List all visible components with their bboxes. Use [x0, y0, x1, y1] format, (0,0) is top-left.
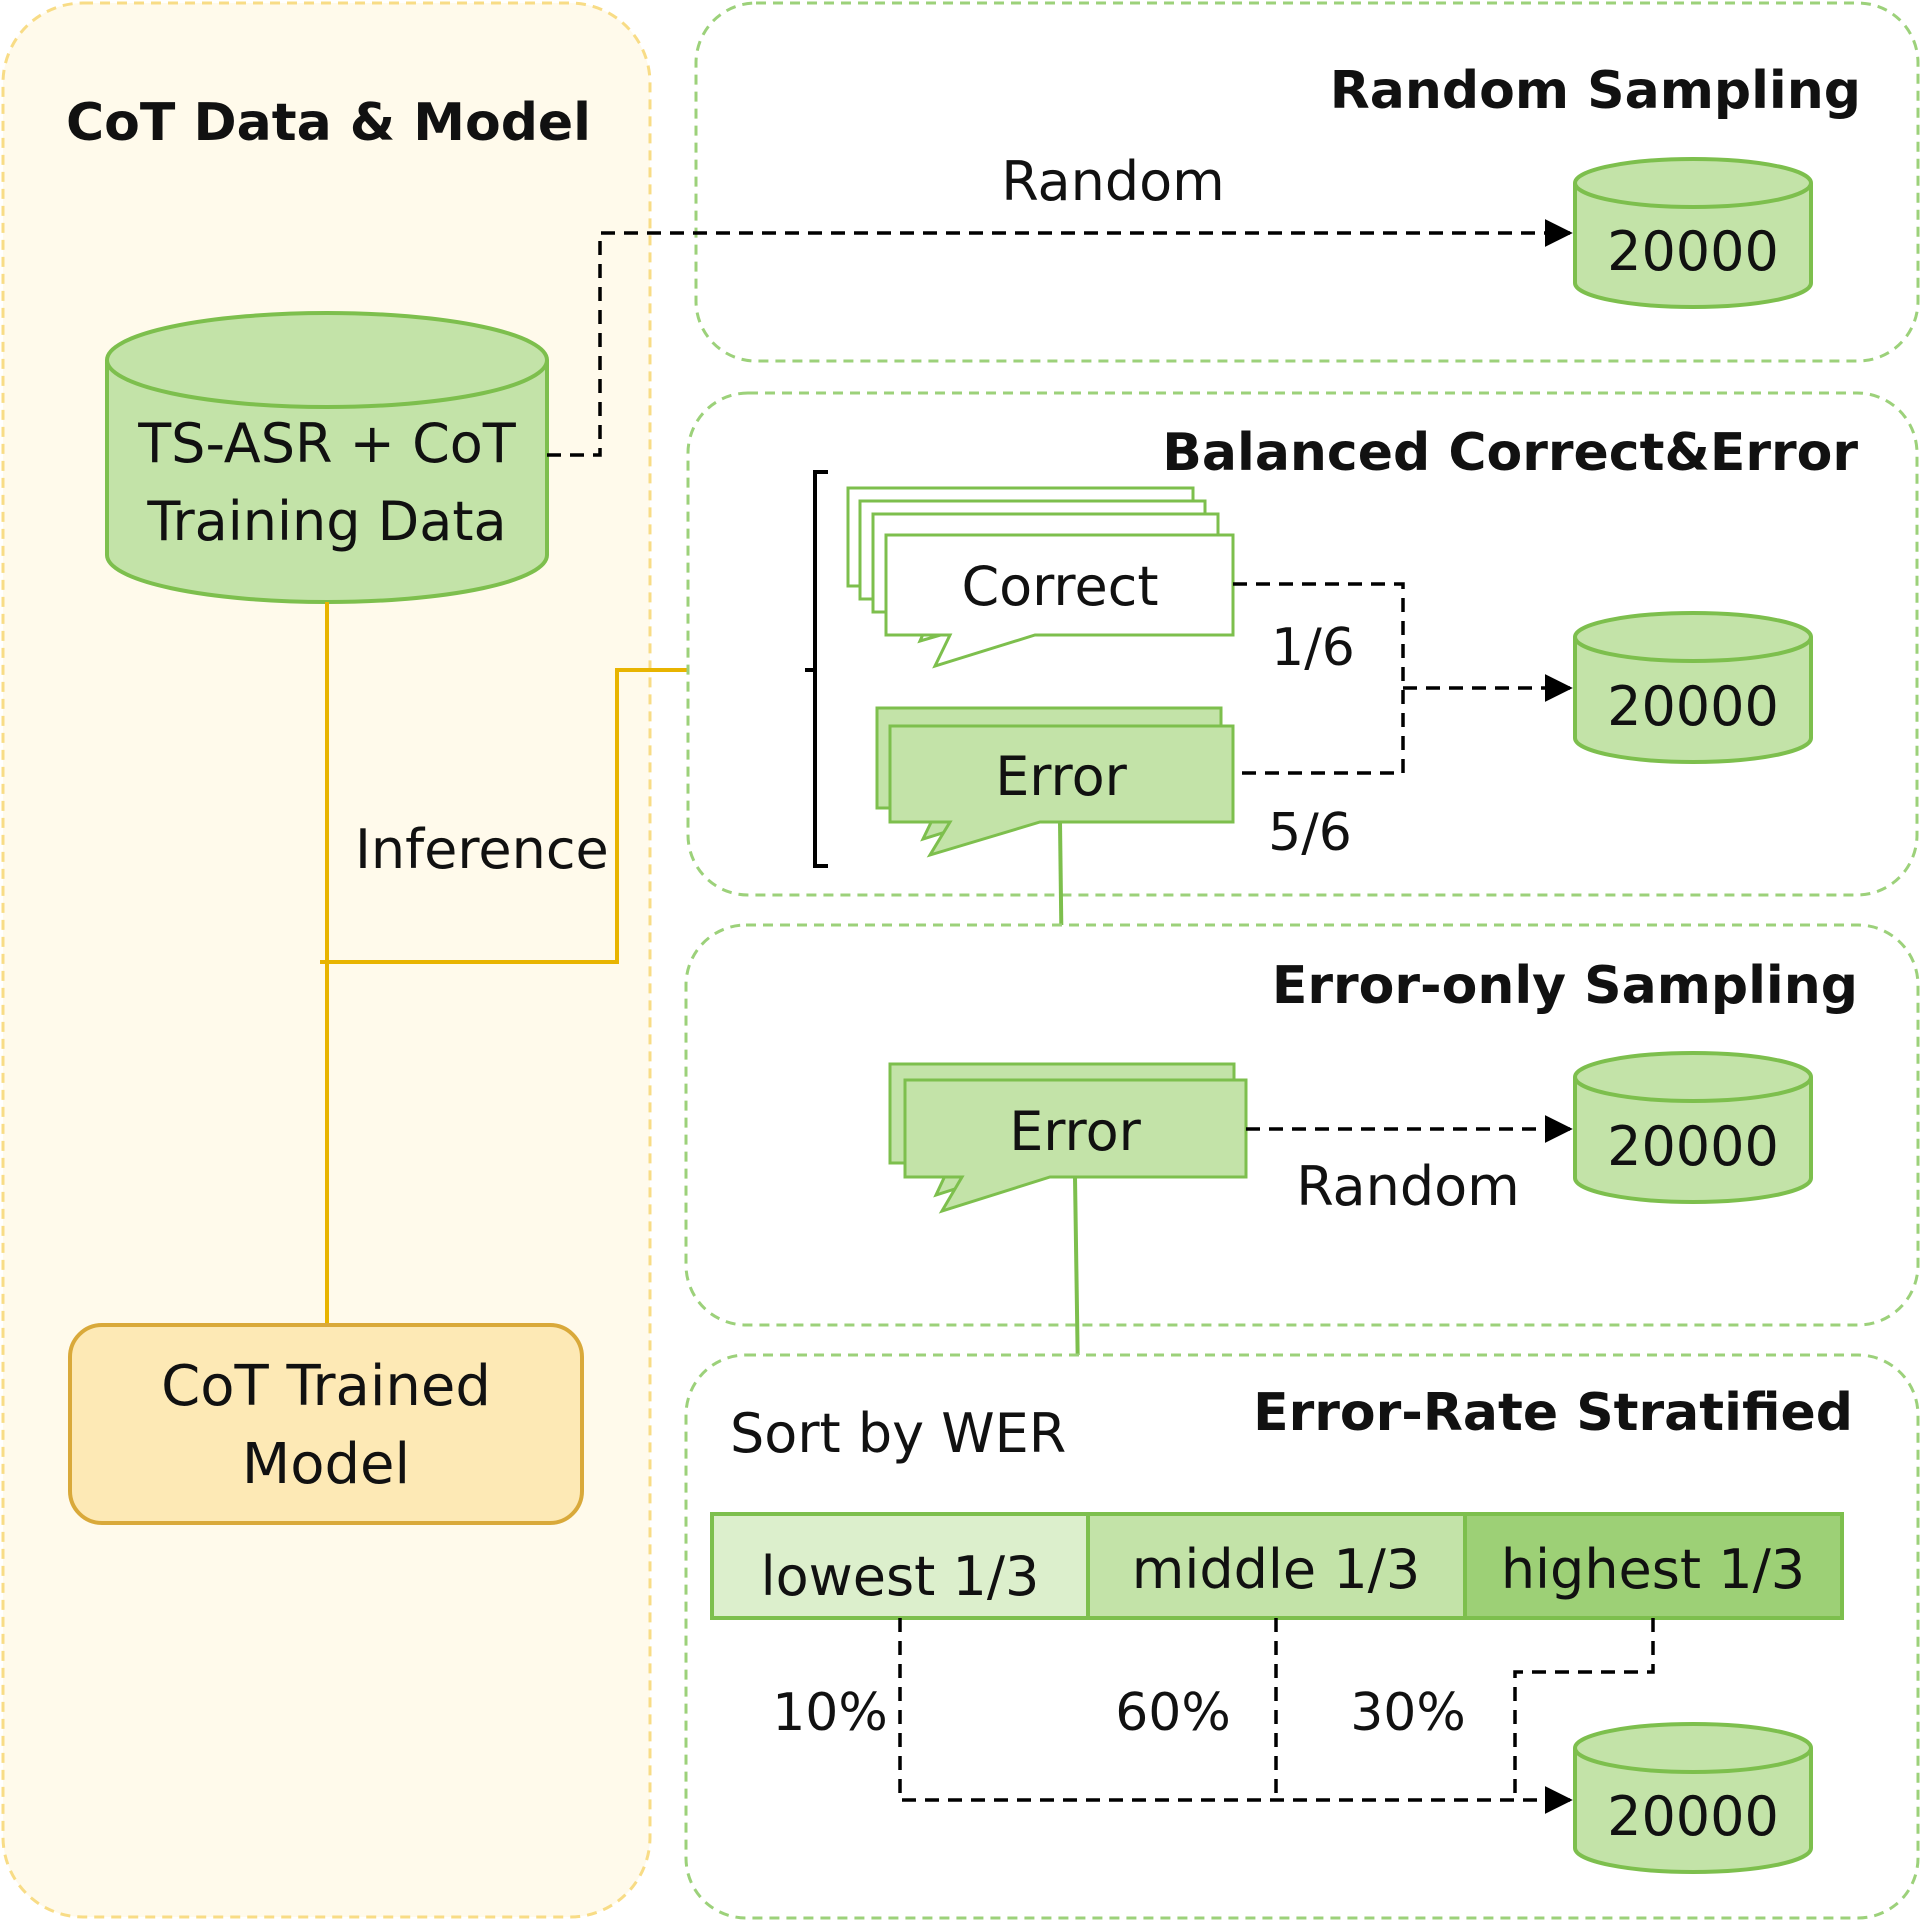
error-only-arrow-label: Random	[1296, 1155, 1520, 1218]
correct-label: Correct	[961, 555, 1158, 618]
balanced-merge-arrows: 1/6 5/6	[1233, 582, 1573, 863]
inference-connector: Inference	[320, 602, 804, 1325]
percentage-lowest: 10%	[772, 1683, 888, 1743]
segment-highest	[1463, 1512, 1844, 1620]
error-only-panel: Error-only Sampling	[684, 923, 1920, 1327]
random-sampling-arrow-label: Random	[1001, 150, 1225, 213]
balanced-title: Balanced Correct&Error	[1162, 423, 1858, 483]
error-only-callout-stack: Error	[888, 1062, 1248, 1214]
training-data-label-line1: TS-ASR + CoT	[137, 412, 517, 475]
error-only-arrow: Random	[1246, 1115, 1573, 1218]
correct-ratio-label: 1/6	[1271, 618, 1355, 678]
stratified-output-cylinder: 20000	[1573, 1722, 1813, 1874]
error-only-count: 20000	[1607, 1115, 1779, 1178]
training-data-label-line2: Training Data	[146, 490, 506, 553]
balanced-error-label: Error	[995, 745, 1127, 808]
wer-segment-bar: lowest 1/3 middle 1/3 highest 1/3	[710, 1512, 1844, 1620]
percentage-highest: 30%	[1350, 1683, 1466, 1743]
segment-highest-label: highest 1/3	[1501, 1538, 1805, 1601]
error-only-title: Error-only Sampling	[1272, 956, 1858, 1016]
stratified-merge-arrows: 10% 60% 30%	[772, 1618, 1655, 1814]
error-only-output-cylinder: 20000	[1573, 1051, 1813, 1204]
balanced-count: 20000	[1607, 675, 1779, 738]
balanced-output-cylinder: 20000	[1573, 611, 1813, 764]
stratified-count: 20000	[1607, 1785, 1779, 1848]
inference-label: Inference	[355, 818, 609, 881]
random-sampling-output-cylinder: 20000	[1573, 157, 1813, 309]
left-panel-title: CoT Data & Model	[66, 93, 591, 153]
random-sampling-count: 20000	[1607, 220, 1779, 283]
sort-by-wer-label: Sort by WER	[730, 1402, 1066, 1465]
random-sampling-title: Random Sampling	[1330, 61, 1861, 121]
correct-callout-stack: Correct	[846, 486, 1235, 669]
cot-trained-model-box: CoT Trained Model	[68, 1323, 584, 1525]
training-data-cylinder: TS-ASR + CoT Training Data	[105, 311, 549, 604]
segment-middle-label: middle 1/3	[1132, 1538, 1420, 1601]
segment-lowest-label: lowest 1/3	[761, 1545, 1040, 1608]
balanced-error-callout-stack: Error	[875, 706, 1235, 858]
segment-lowest	[710, 1512, 1090, 1620]
error-ratio-label: 5/6	[1268, 803, 1352, 863]
model-label-line1: CoT Trained	[161, 1354, 491, 1419]
stratified-title: Error-Rate Stratified	[1253, 1383, 1853, 1443]
selection-bracket	[805, 470, 828, 868]
model-label-line2: Model	[242, 1432, 410, 1497]
error-only-error-label: Error	[1009, 1100, 1141, 1163]
percentage-middle: 60%	[1115, 1683, 1231, 1743]
